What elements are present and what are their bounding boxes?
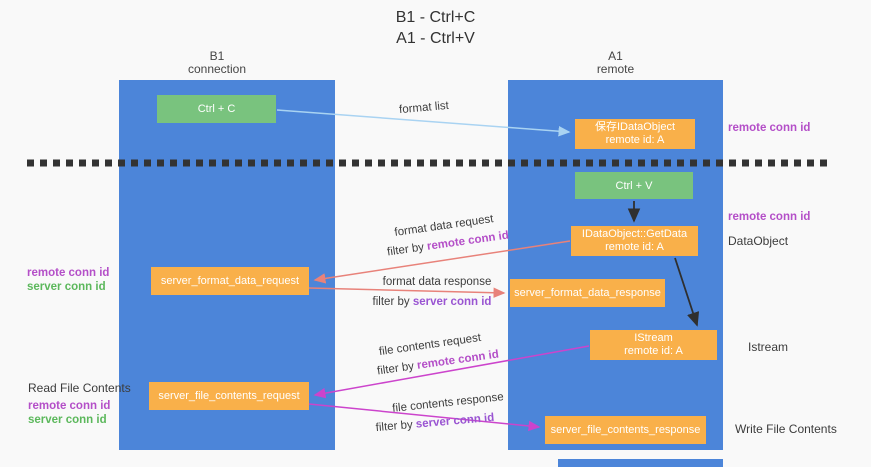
annotation-dataobject: DataObject: [728, 234, 789, 248]
filter-prefix: filter by: [372, 296, 413, 308]
node-istream-line2: remote id: A: [624, 345, 683, 357]
node-server-file-contents-request: server_file_contents_request: [149, 382, 309, 410]
filter-highlight-remote-conn-id: remote conn id: [416, 348, 500, 372]
lane-header-b1: B1 connection: [111, 50, 323, 76]
lane-a1-role: remote: [596, 62, 635, 76]
node-server-format-data-response: server_format_data_response: [510, 279, 665, 307]
filter-highlight-remote-conn-id: remote conn id: [426, 229, 510, 253]
node-ctrl-c: Ctrl + C: [157, 95, 276, 123]
flow-label-format-list: format list: [398, 99, 450, 117]
title-line-1: B1 - Ctrl+C: [395, 9, 476, 26]
diagram-title: B1 - Ctrl+C A1 - Ctrl+V: [0, 7, 871, 49]
filter-highlight-server-conn-id: server conn id: [412, 296, 492, 308]
filter-highlight-server-conn-id: server conn id: [415, 411, 495, 431]
lane-a1-name: A1: [608, 49, 623, 63]
lane-a1-continued: [558, 459, 723, 467]
node-ctrl-c-label: Ctrl + C: [197, 103, 236, 115]
filter-prefix: filter by: [376, 359, 418, 378]
annotation-left-server-conn-id-1: server conn id: [27, 281, 106, 293]
node-istream: IStream remote id: A: [590, 330, 717, 360]
annotation-left-server-conn-id-2: server conn id: [28, 414, 107, 426]
node-server-file-contents-response-label: server_file_contents_response: [550, 424, 701, 436]
node-idataobject-getdata-line1: IDataObject::GetData: [581, 228, 688, 240]
annotation-istream: Istream: [748, 340, 789, 354]
flow-label-filter-server-2: filter by server conn id: [375, 412, 494, 434]
lane-header-a1: A1 remote: [508, 50, 723, 76]
node-ctrl-v: Ctrl + V: [575, 172, 693, 199]
filter-prefix: filter by: [386, 240, 428, 259]
node-server-format-data-request-label: server_format_data_request: [160, 275, 300, 287]
node-server-file-contents-response: server_file_contents_response: [545, 416, 706, 444]
flow-label-file-contents-response: file contents response: [391, 391, 505, 415]
annotation-left-remote-conn-id-2: remote conn id: [28, 400, 111, 412]
node-idataobject-getdata: IDataObject::GetData remote id: A: [571, 226, 698, 256]
node-save-idataobject: 保存IDataObject remote id: A: [575, 119, 695, 149]
annotation-remote-conn-id-2: remote conn id: [728, 211, 811, 223]
node-server-format-data-response-label: server_format_data_response: [514, 287, 661, 299]
node-server-format-data-request: server_format_data_request: [151, 267, 309, 295]
annotation-remote-conn-id-1: remote conn id: [728, 122, 811, 134]
flow-label-filter-server-1: filter by server conn id: [373, 296, 492, 308]
arrow-format-data-response: [308, 287, 506, 298]
lane-b1-name: B1: [209, 49, 225, 63]
flow-label-format-data-response: format data response: [382, 276, 492, 288]
node-server-file-contents-request-label: server_file_contents_request: [158, 390, 300, 402]
node-istream-line1: IStream: [634, 332, 673, 344]
filter-prefix: filter by: [375, 418, 417, 435]
annotation-write-file-contents: Write File Contents: [735, 422, 837, 436]
node-idataobject-getdata-line2: remote id: A: [605, 241, 664, 253]
node-save-idataobject-line2: remote id: A: [605, 134, 665, 146]
annotation-read-file-contents: Read File Contents: [28, 381, 131, 395]
node-save-idataobject-line1: 保存IDataObject: [594, 121, 676, 133]
annotation-left-remote-conn-id-1: remote conn id: [27, 267, 110, 279]
lane-b1-role: connection: [187, 62, 247, 76]
node-ctrl-v-label: Ctrl + V: [615, 179, 653, 192]
title-line-2: A1 - Ctrl+V: [396, 30, 475, 47]
